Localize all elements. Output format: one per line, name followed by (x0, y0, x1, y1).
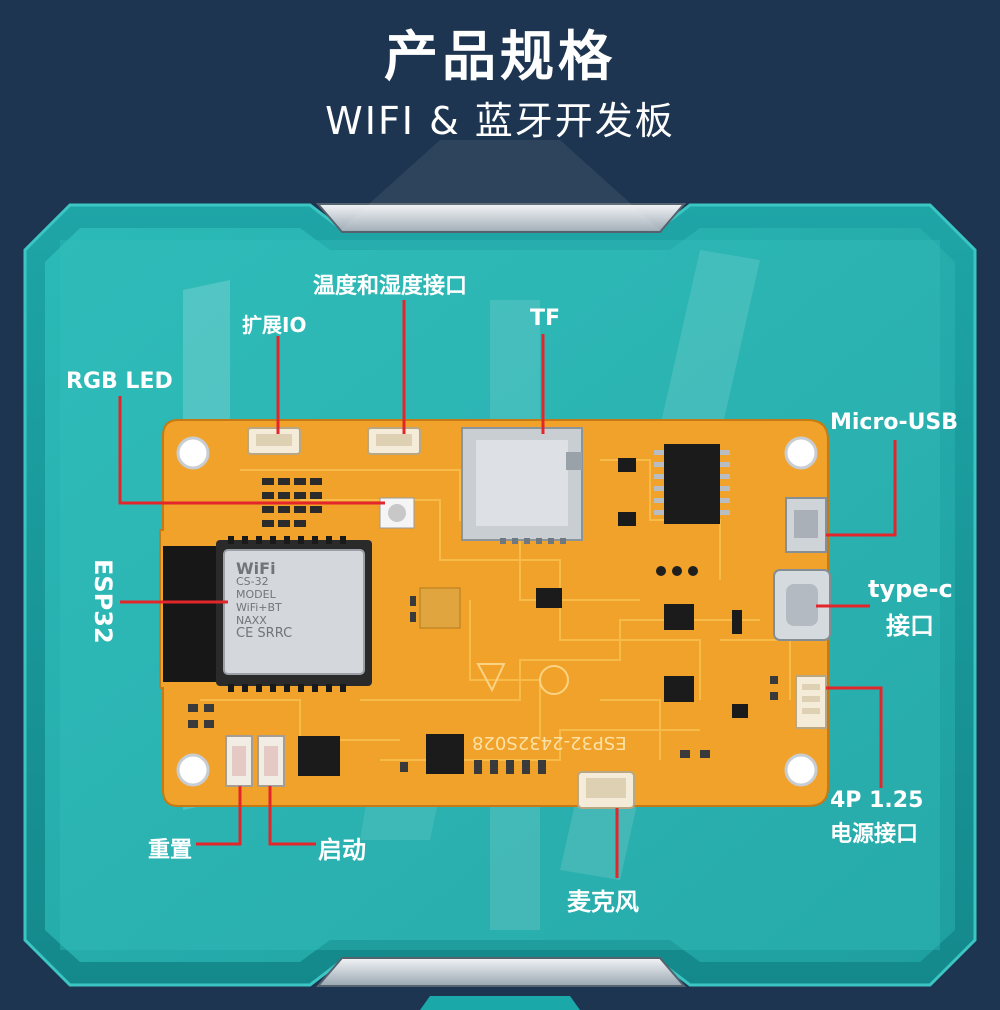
boot-button-part (257, 735, 285, 787)
page-title: 产品规格 (384, 25, 616, 88)
amp-ic (298, 736, 340, 776)
module-line: NAXX (236, 614, 267, 627)
label-expand-io: 扩展IO (242, 313, 307, 337)
label-boot: 启动 (318, 836, 366, 864)
page-subtitle: WIFI & 蓝牙开发板 (325, 99, 675, 143)
mount-hole (784, 436, 818, 470)
label-temp-humidity: 温度和湿度接口 (313, 274, 468, 299)
flash-ic (426, 734, 464, 774)
label-power-2: 电源接口 (830, 822, 919, 847)
mount-hole (784, 753, 818, 787)
usb-serial-ic (664, 444, 720, 524)
regulator (664, 604, 694, 630)
label-type-c-2: 接口 (886, 612, 934, 640)
label-rgb-led: RGB LED (66, 369, 173, 394)
label-type-c-1: type-c (868, 575, 953, 603)
label-mic: 麦克风 (567, 888, 639, 916)
micro-usb-port (785, 497, 827, 553)
pointer-rgb-led (118, 396, 385, 505)
label-tf: TF (530, 306, 561, 331)
module-brand: WiFi (236, 559, 276, 578)
pointer-reset (196, 786, 242, 846)
pointer-boot (268, 786, 316, 846)
esp32-antenna (163, 546, 221, 682)
mount-hole (176, 753, 210, 787)
module-line: CS-32 (236, 575, 269, 588)
regulator (664, 676, 694, 702)
esp32-module-label: WiFi CS-32 MODEL WiFi+BT NAXX CE SRRC (236, 559, 352, 666)
resistor-array (262, 478, 322, 527)
pointer-power (826, 686, 883, 788)
label-micro-usb: Micro-USB (830, 410, 959, 435)
label-esp32: ESP32 (89, 559, 117, 644)
module-line: WiFi+BT (236, 601, 282, 614)
pointer-micro-usb (826, 440, 897, 537)
label-power-1: 4P 1.25 (830, 788, 924, 813)
label-reset: 重置 (148, 838, 193, 863)
module-cert: CE SRRC (236, 626, 293, 641)
mount-hole (176, 436, 210, 470)
module-line: MODEL (236, 588, 276, 601)
